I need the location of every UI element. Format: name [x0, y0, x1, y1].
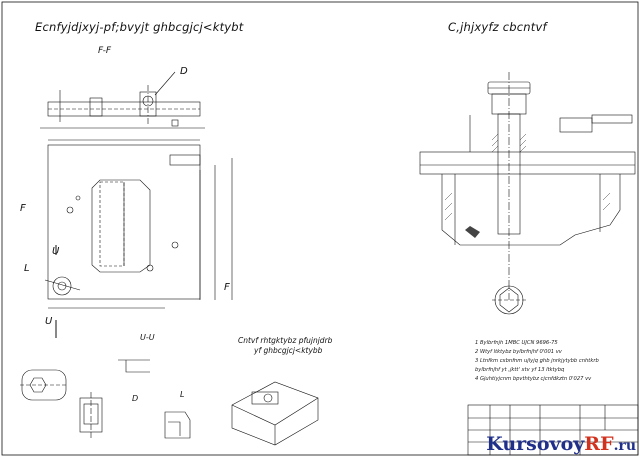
section-u-label-bottom: U [45, 316, 53, 327]
sketch-caption-line1: Cntvf rhtgktybz pfujnjdrb [238, 336, 333, 345]
note-line-1: 1 Bylbrfnjh 1MBC UJCN 9696-75 [475, 340, 558, 346]
watermark-part-1: Kursovoy [486, 433, 585, 455]
hatching [444, 133, 611, 221]
detail-d-label-bottom: D [132, 394, 139, 403]
section-ff-view [40, 71, 205, 129]
section-uu-view [20, 359, 191, 439]
detail-l-label-bottom: L [180, 390, 185, 399]
watermark-part-3: .ru [613, 438, 636, 454]
section-uu-label: U-U [140, 333, 155, 342]
note-line-4: bylbrfnjhf yt ,jktt' xtv yf 13 ltktybq [475, 367, 565, 373]
section-u-label-top: U [52, 246, 60, 257]
site-watermark: KursovoyRF.ru [486, 433, 636, 455]
left-title: Ecnfyjdjxyj-pf;bvyjt ghbcgjcj<ktybt [35, 20, 244, 34]
plan-view [47, 139, 233, 338]
view-f-label-right: F [224, 282, 230, 293]
watermark-part-2: RF [584, 433, 614, 455]
detail-l-view [44, 276, 81, 296]
note-line-5: 4 Gjuhtiyjcnm bpvthtybz cjcnfdkztn 0'027… [475, 376, 592, 382]
title-block [467, 404, 639, 456]
note-line-2: 2 Wtyf ltktybz bylbrfnjhf 0'001 vv [475, 349, 562, 355]
detail-d-label: D [180, 66, 188, 77]
view-f-label-left: F [20, 203, 26, 214]
right-title: C,jhjxyfz cbcntvf [448, 20, 547, 34]
detail-l-label: L [24, 263, 30, 274]
assembly-view [419, 72, 636, 315]
sketch-caption-line2: yf ghbcgjcj<ktybb [254, 346, 323, 355]
section-ff-label: F-F [98, 46, 112, 56]
note-line-3: 3 Ltnfkm cxbnfnm ujlyjq ghb jnrkjytybb c… [475, 358, 599, 364]
isometric-sketch [231, 381, 319, 446]
